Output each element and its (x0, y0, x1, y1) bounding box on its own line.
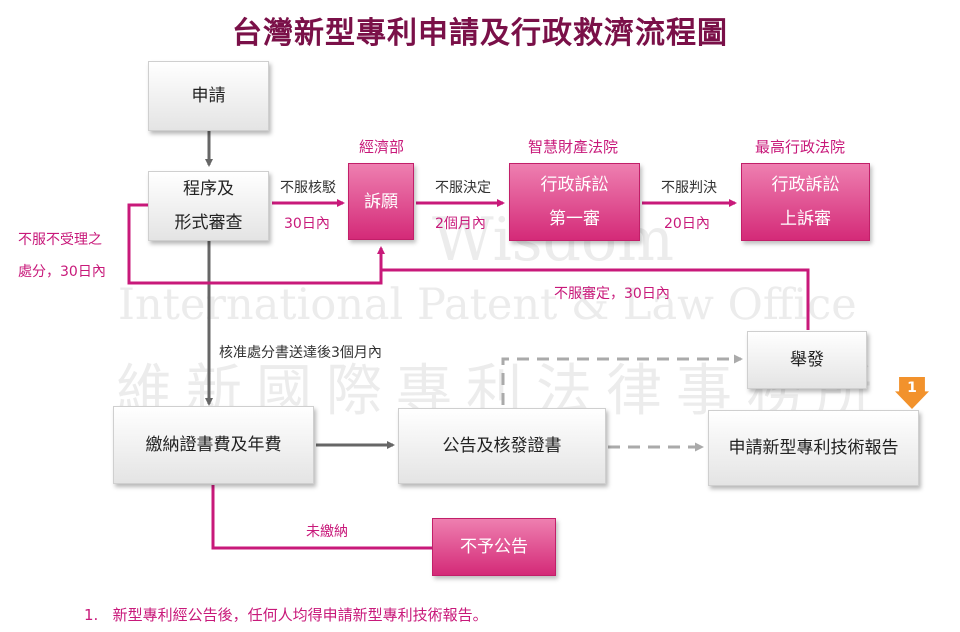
litigation-appeal-line1: 行政訴訟 (772, 168, 840, 202)
formal-review-line1: 程序及 (183, 172, 234, 206)
pay-fees-label: 繳納證書費及年費 (146, 428, 282, 462)
publish-label: 公告及核發證書 (443, 429, 562, 463)
court-supreme-admin: 最高行政法院 (755, 136, 845, 157)
pay-fees-box: 繳納證書費及年費 (113, 406, 314, 484)
label-not-accepted-line1: 不服不受理之 (18, 229, 102, 249)
appeal-label: 訴願 (364, 185, 398, 219)
application-box: 申請 (148, 61, 269, 131)
formal-review-box: 程序及 形式審查 (148, 171, 269, 241)
litigation-first-box: 行政訴訟 第一審 (509, 163, 640, 241)
invalidation-box: 舉發 (747, 331, 867, 389)
footnote: 1. 新型專利經公告後，任何人均得申請新型專利技術報告。 (84, 604, 488, 625)
dashed-to-invalidation (503, 359, 741, 405)
label-disagree-judgment: 不服判決 (661, 177, 717, 197)
invalidation-label: 舉發 (790, 343, 824, 377)
litigation-first-line1: 行政訴訟 (541, 168, 609, 202)
formal-review-line2: 形式審查 (175, 206, 243, 240)
not-published-box: 不予公告 (432, 518, 556, 576)
litigation-first-line2: 第一審 (549, 202, 600, 236)
court-ip: 智慧財產法院 (528, 136, 618, 157)
not-published-label: 不予公告 (460, 530, 528, 564)
footnote-text: 新型專利經公告後，任何人均得申請新型專利技術報告。 (113, 606, 488, 624)
label-disagree-decision: 不服決定 (435, 177, 491, 197)
publish-box: 公告及核發證書 (398, 408, 606, 484)
label-2-months: 2個月內 (435, 213, 486, 233)
litigation-appeal-line2: 上訴審 (780, 202, 831, 236)
label-disagree-review: 不服核駁 (280, 177, 336, 197)
footnote-number: 1. (84, 606, 98, 624)
appeal-box: 訴願 (348, 163, 414, 240)
label-disagree-examination: 不服審定，30日內 (554, 283, 670, 303)
litigation-appeal-box: 行政訴訟 上訴審 (741, 163, 870, 241)
label-approval-within: 核准處分書送達後3個月內 (219, 342, 382, 362)
label-not-accepted-line2: 處分，30日內 (18, 261, 106, 281)
label-30-days-a: 30日內 (284, 213, 330, 233)
tech-report-label: 申請新型專利技術報告 (729, 431, 899, 465)
label-unpaid: 未繳納 (306, 521, 348, 541)
court-moea: 經濟部 (359, 136, 404, 157)
application-label: 申請 (192, 79, 226, 113)
label-20-days: 20日內 (664, 213, 710, 233)
tech-report-box: 申請新型專利技術報告 (708, 410, 919, 486)
